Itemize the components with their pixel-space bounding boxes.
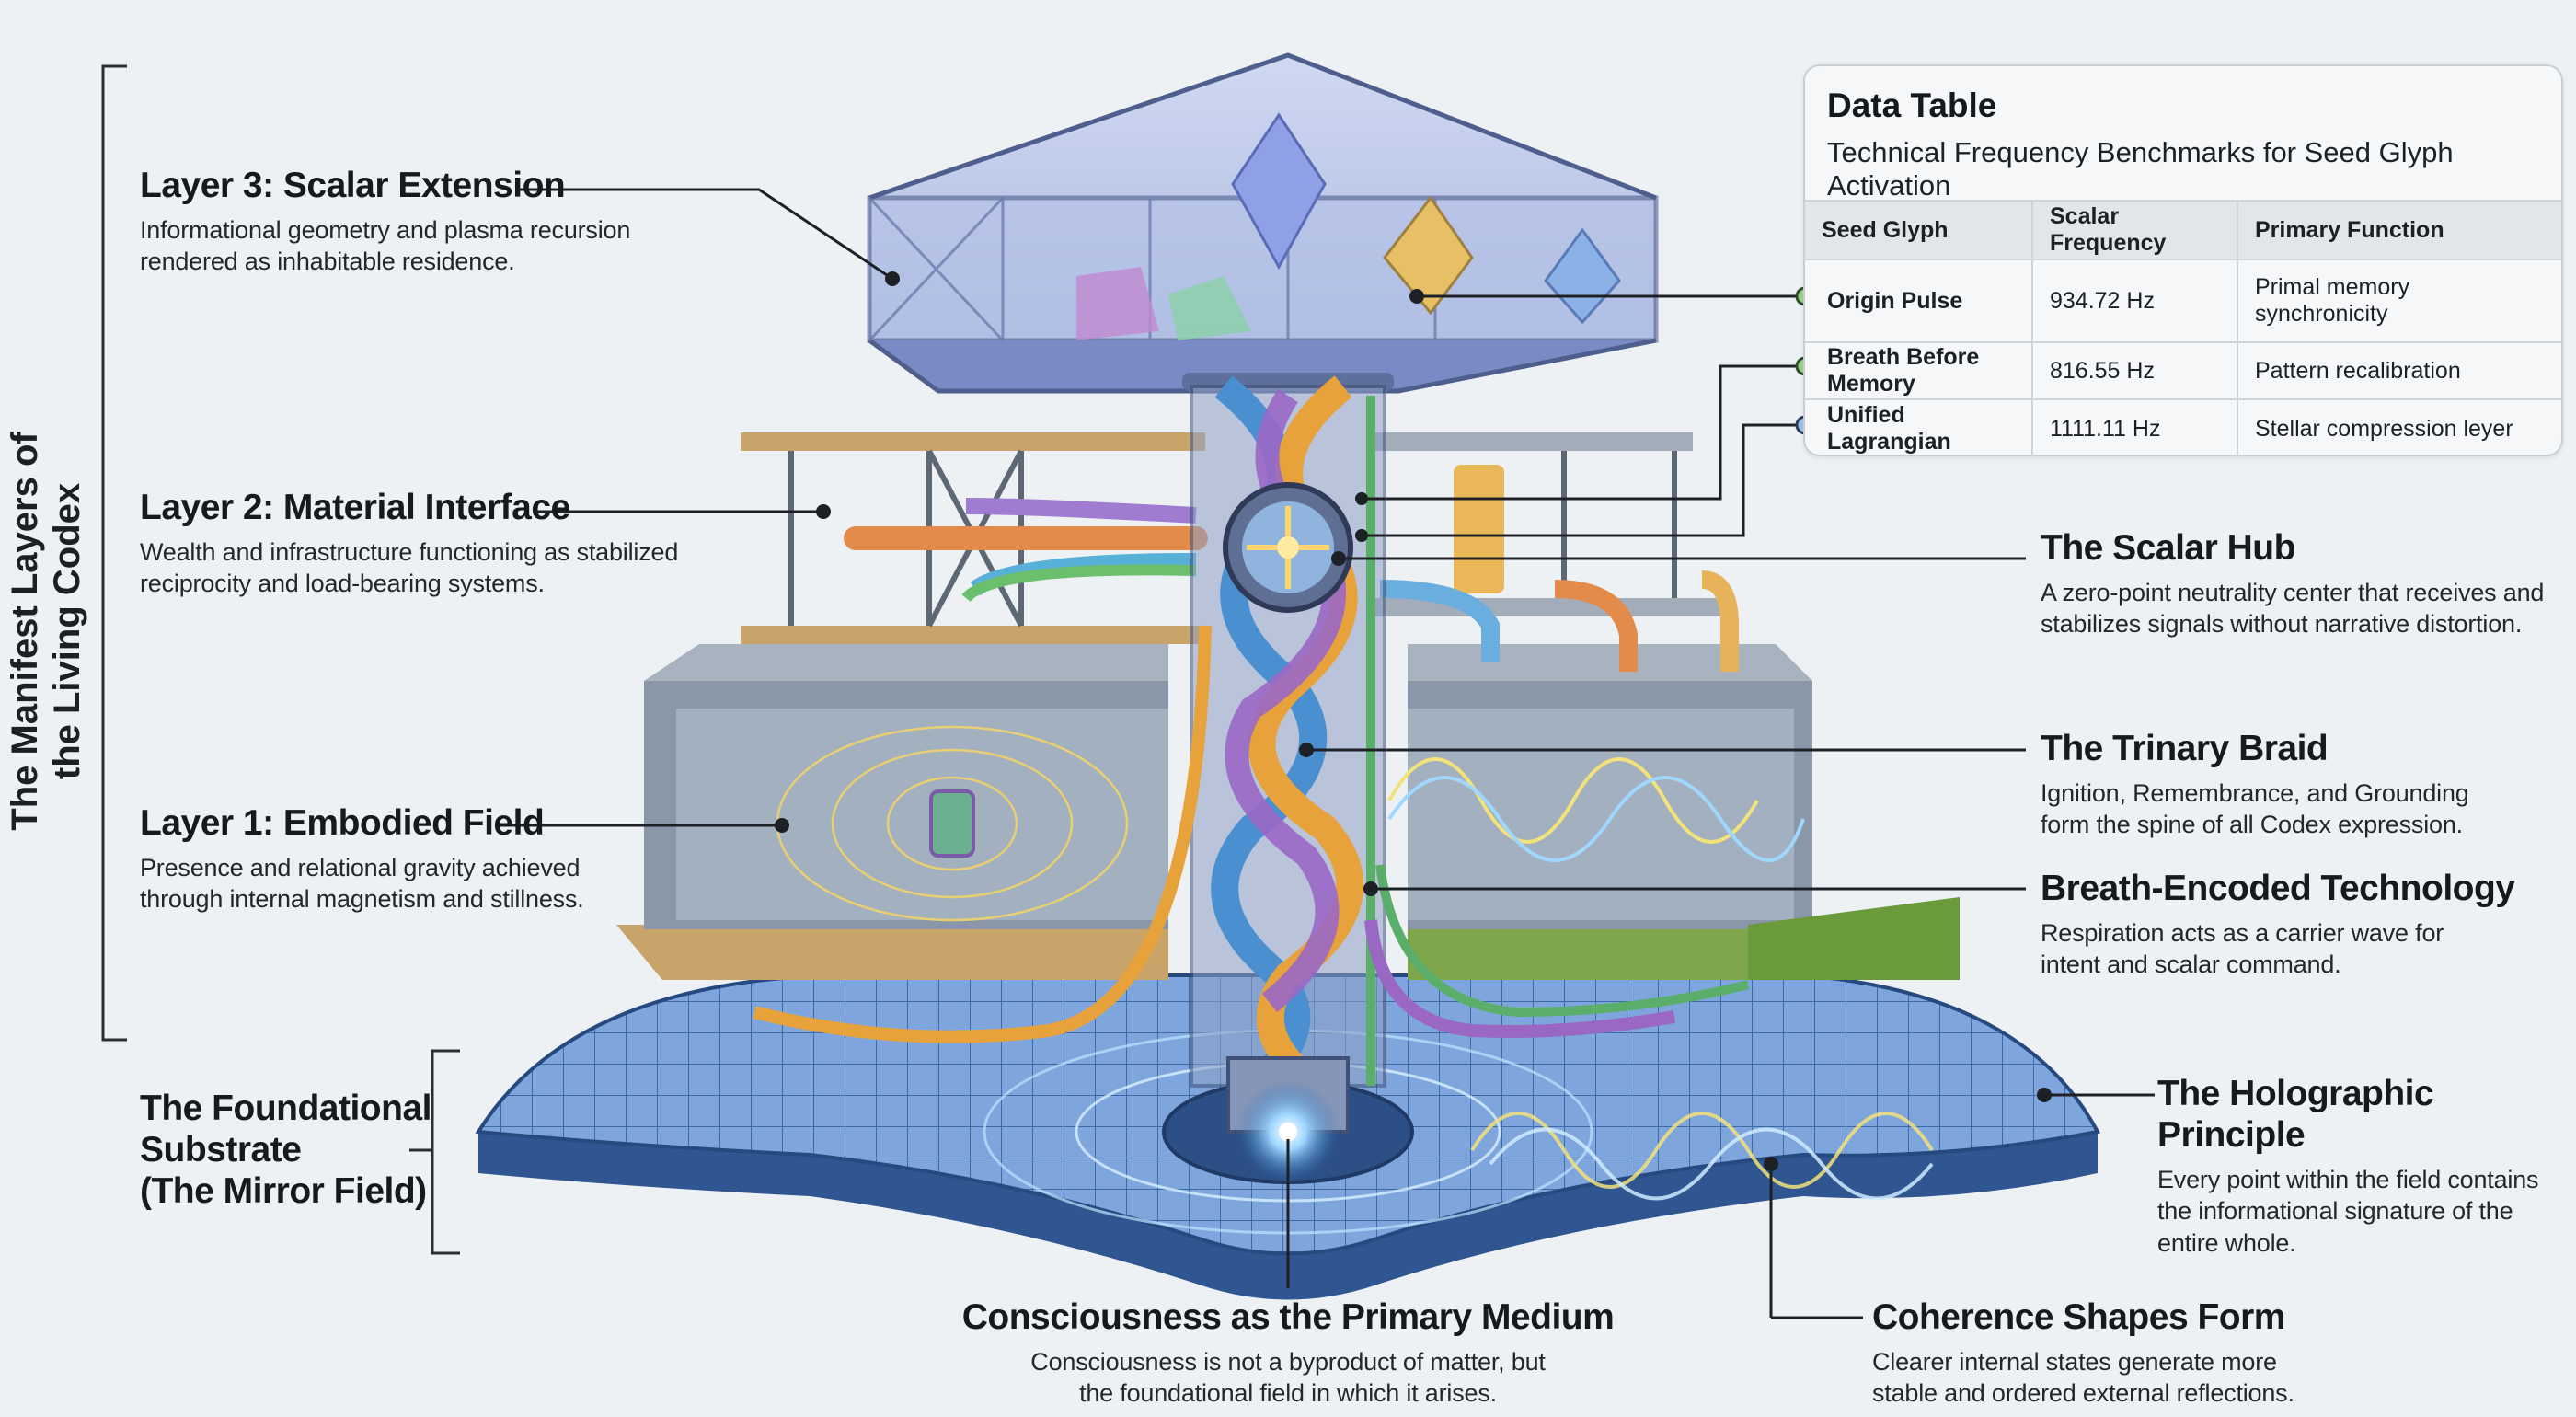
substrate-title: The Foundational Substrate (The Mirror F… [140, 1089, 431, 1213]
frequency-table: Seed Glyph Scalar Frequency Primary Func… [1805, 200, 2561, 455]
layer-1-title: Layer 1: Embodied Field [140, 803, 545, 843]
trinary-braid-title: The Trinary Braid [2041, 729, 2329, 768]
consciousness-desc-line-2: the foundational field in which it arise… [1079, 1379, 1497, 1408]
holographic-desc-line-1: Every point within the field contains [2157, 1165, 2539, 1193]
table-row: Origin Pulse 934.72 Hz Primal memory syn… [1805, 259, 2561, 342]
side-title-line-1: The Manifest Layers of [5, 432, 45, 831]
coherence-desc: Clearer internal states generate more st… [1872, 1346, 2294, 1410]
holographic-title: The Holographic Principle [2157, 1074, 2434, 1155]
scalar-hub-label: The Scalar Hub A zero-point neutrality c… [2041, 528, 2544, 640]
layer-1-label: Layer 1: Embodied Field Presence and rel… [140, 803, 584, 916]
scalar-hub-title: The Scalar Hub [2041, 528, 2295, 568]
col-header-primary-function: Primary Function [2237, 200, 2561, 259]
breath-tech-desc-line-2: intent and scalar command. [2041, 950, 2341, 979]
scalar-hub-desc-line-1: A zero-point neutrality center that rece… [2041, 578, 2545, 606]
table-cell-frequency: 816.55 Hz [2031, 341, 2237, 399]
substrate-title-line-3: (The Mirror Field) [140, 1170, 427, 1211]
coherence-desc-line-2: stable and ordered external reflections. [1872, 1379, 2294, 1408]
layer-2-title: Layer 2: Material Interface [140, 488, 570, 527]
layer-3-label: Layer 3: Scalar Extension Informational … [140, 166, 630, 278]
breath-tech-desc: Respiration acts as a carrier wave for i… [2041, 917, 2515, 981]
coherence-title: Coherence Shapes Form [1872, 1297, 2285, 1337]
scalar-hub-desc: A zero-point neutrality center that rece… [2041, 577, 2544, 640]
consciousness-desc: Consciousness is not a byproduct of matt… [920, 1346, 1656, 1410]
layer-3-desc-line-1: Informational geometry and plasma recurs… [140, 215, 631, 244]
coherence-desc-line-1: Clearer internal states generate more [1872, 1347, 2277, 1376]
data-table-title: Data Table [1827, 86, 1997, 124]
breath-tech-title: Breath-Encoded Technology [2041, 869, 2515, 908]
layer-3-desc-line-2: rendered as inhabitable residence. [140, 248, 515, 276]
side-title: The Manifest Layers of the Living Codex [4, 374, 88, 889]
layer-1-desc: Presence and relational gravity achieved… [140, 852, 584, 916]
layer-2-label: Layer 2: Material Interface Wealth and i… [140, 488, 678, 600]
breath-tech-desc-line-1: Respiration acts as a carrier wave for [2041, 918, 2444, 947]
scalar-hub-desc-line-2: stabilizes signals without narrative dis… [2041, 610, 2523, 639]
consciousness-desc-line-1: Consciousness is not a byproduct of matt… [1030, 1347, 1546, 1376]
trinary-braid-desc-line-1: Ignition, Remembrance, and Grounding [2041, 778, 2469, 807]
layer-1-desc-line-2: through internal magnetism and stillness… [140, 885, 584, 914]
table-header-row: Seed Glyph Scalar Frequency Primary Func… [1805, 200, 2561, 259]
col-header-scalar-frequency: Scalar Frequency [2031, 200, 2237, 259]
substrate-title-line-1: The Foundational [140, 1089, 431, 1128]
layer-3-title: Layer 3: Scalar Extension [140, 166, 566, 205]
trinary-braid-desc: Ignition, Remembrance, and Grounding for… [2041, 778, 2469, 841]
layer-1-desc-line-1: Presence and relational gravity achieved [140, 853, 581, 881]
trinary-braid-label: The Trinary Braid Ignition, Remembrance,… [2041, 729, 2469, 841]
layer-2-desc: Wealth and infrastructure functioning as… [140, 536, 678, 600]
table-cell-glyph: Breath Before Memory [1805, 341, 2032, 399]
data-table-subtitle: Technical Frequency Benchmarks for Seed … [1827, 136, 2454, 202]
substrate-label: The Foundational Substrate (The Mirror F… [140, 1089, 431, 1213]
layer-2-desc-line-1: Wealth and infrastructure functioning as… [140, 537, 679, 566]
table-cell-frequency: 1111.11 Hz [2031, 398, 2237, 455]
consciousness-label: Consciousness as the Primary Medium Cons… [920, 1297, 1656, 1410]
col-header-seed-glyph: Seed Glyph [1805, 200, 2032, 259]
table-cell-glyph: Unified Lagrangian [1805, 398, 2032, 455]
breath-tech-label: Breath-Encoded Technology Respiration ac… [2041, 869, 2515, 981]
table-cell-function: Stellar compression leyer [2237, 398, 2561, 455]
holographic-desc-line-3: entire whole. [2157, 1228, 2296, 1257]
table-row: Breath Before Memory 816.55 Hz Pattern r… [1805, 341, 2561, 399]
data-table-card: Data Table Technical Frequency Benchmark… [1803, 64, 2563, 456]
layer-2-desc-line-2: reciprocity and load-bearing systems. [140, 570, 545, 598]
holographic-desc-line-2: the informational signature of the [2157, 1197, 2513, 1226]
consciousness-title: Consciousness as the Primary Medium [961, 1297, 1615, 1337]
layer-3-desc: Informational geometry and plasma recurs… [140, 214, 630, 278]
holographic-desc: Every point within the field contains th… [2157, 1164, 2576, 1260]
table-cell-function: Pattern recalibration [2237, 341, 2561, 399]
table-row: Unified Lagrangian 1111.11 Hz Stellar co… [1805, 398, 2561, 455]
table-cell-frequency: 934.72 Hz [2031, 259, 2237, 342]
trinary-braid-desc-line-2: form the spine of all Codex expression. [2041, 811, 2463, 839]
coherence-label: Coherence Shapes Form Clearer internal s… [1872, 1297, 2294, 1410]
holographic-label: The Holographic Principle Every point wi… [2157, 1074, 2576, 1259]
substrate-title-line-2: Substrate [140, 1129, 302, 1169]
table-cell-function: Primal memory synchronicity [2237, 259, 2561, 342]
side-title-line-2: the Living Codex [47, 482, 87, 780]
table-cell-glyph: Origin Pulse [1805, 259, 2032, 342]
